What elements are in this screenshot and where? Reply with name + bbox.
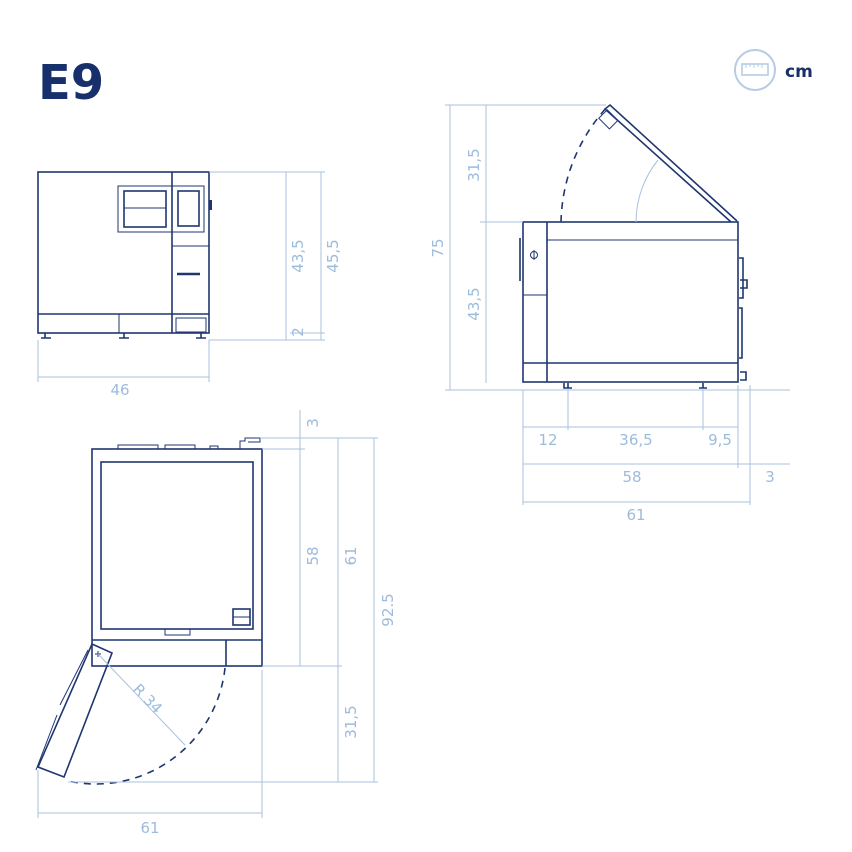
unit-badge: cm (734, 49, 813, 91)
top-depth: 58 (304, 546, 322, 565)
front-total-height: 45,5 (324, 239, 342, 272)
side-body-height: 43,5 (465, 287, 483, 320)
side-total-height-open: 75 (429, 238, 447, 257)
top-door-radius: R 34 (129, 680, 166, 717)
side-foot-spacing: 36,5 (619, 431, 652, 449)
front-view: 43,5 45,5 2 46 (37, 171, 342, 399)
side-foot-to-back: 9,5 (708, 431, 732, 449)
front-width: 46 (110, 381, 129, 399)
model-title: E9 (38, 55, 104, 111)
top-total-depth-open: 92.5 (379, 593, 397, 626)
side-front-to-foot: 12 (538, 431, 557, 449)
top-total-depth: 61 (342, 546, 360, 565)
unit-label: cm (785, 62, 813, 82)
side-depth: 58 (622, 468, 641, 486)
top-view: R 34 3 58 61 92.5 31,5 61 (35, 410, 397, 837)
ruler-icon (734, 49, 776, 91)
side-rear-protrusion: 3 (765, 468, 775, 486)
side-view: 75 31,5 43,5 12 36,5 9,5 58 3 61 (429, 103, 790, 524)
front-body-height: 43,5 (289, 239, 307, 272)
side-total-depth: 61 (626, 506, 645, 524)
front-feet-height: 2 (289, 327, 307, 337)
top-total-width-open: 61 (140, 819, 159, 837)
top-door-swing: 31,5 (342, 705, 360, 738)
side-lid-opening: 31,5 (465, 148, 483, 181)
top-rear-protrusion: 3 (304, 418, 322, 428)
